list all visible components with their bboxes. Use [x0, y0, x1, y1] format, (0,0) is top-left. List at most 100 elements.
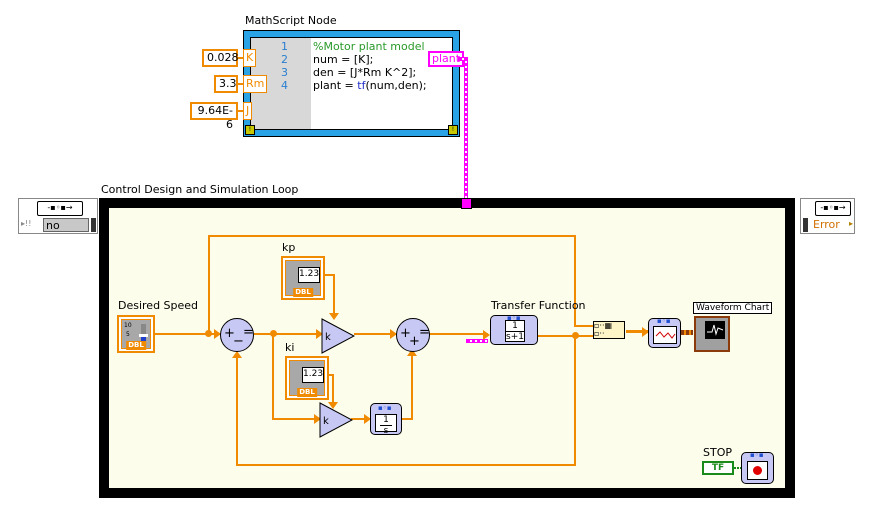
wire	[254, 333, 322, 335]
loop-diagram	[109, 208, 785, 488]
ki-control[interactable]: 1.23 DBL	[285, 356, 329, 400]
wire	[238, 57, 244, 59]
wire	[574, 235, 576, 327]
wire	[316, 274, 334, 276]
slider-thumb[interactable]	[139, 334, 148, 337]
gain-kp[interactable]: k	[321, 318, 355, 354]
mathscript-editor[interactable]: 1 2 3 4 %Motor plant model num = [K]; de…	[250, 37, 453, 130]
line-number: 4	[281, 79, 288, 92]
output-plant[interactable]: plant	[428, 51, 465, 67]
wire-junction	[572, 332, 579, 339]
constant-k[interactable]: 0.028	[202, 49, 239, 67]
arrow-icon	[483, 330, 490, 340]
constant-rm[interactable]: 3.3	[214, 75, 238, 93]
gain-symbol: k	[325, 332, 331, 343]
stop-icon	[753, 466, 762, 475]
mathscript-title: MathScript Node	[245, 14, 337, 27]
sign: −	[233, 334, 244, 349]
sim-icon: ▪◦▪	[378, 404, 392, 412]
warning-icon: !	[448, 125, 458, 135]
wire	[354, 333, 396, 335]
output-node-terminal[interactable]: -▪◦▪→ Error ▸	[800, 198, 855, 234]
tf-den: s+1	[506, 332, 524, 342]
code-line: den = [J*Rm K^2];	[313, 66, 417, 79]
terminal-bar	[91, 218, 96, 232]
input-j[interactable]: J	[243, 102, 253, 120]
arrow-icon	[364, 414, 371, 424]
stop-simulation-block[interactable]: ▪◦▪	[741, 451, 774, 484]
type-badge: DBL	[126, 341, 146, 350]
code-line: num = [K];	[313, 53, 374, 66]
stop-control[interactable]: TF	[702, 461, 734, 475]
wire	[411, 353, 413, 419]
input-k[interactable]: K	[243, 49, 257, 67]
boolean-wire	[734, 467, 742, 469]
wire	[333, 274, 335, 318]
warning-icon: !	[245, 125, 255, 135]
simulation-loop[interactable]	[99, 198, 795, 498]
tf-num: 1	[506, 321, 524, 332]
kp-control[interactable]: 1.23 DBL	[281, 256, 325, 300]
line-number: 1	[281, 40, 288, 53]
code-text: (num,den);	[365, 79, 427, 92]
waveform-chart-terminal[interactable]	[694, 316, 730, 352]
arrow-icon	[214, 329, 221, 339]
input-rm[interactable]: Rm	[243, 75, 268, 93]
transfer-function-block[interactable]: ▪◦▪ 1 s+1	[490, 314, 538, 345]
array-icon: ▫··▦▫··	[594, 321, 613, 338]
error-in-field[interactable]: no	[43, 218, 89, 232]
add-node[interactable]: + + =	[396, 318, 430, 352]
stop-button-frame	[747, 461, 768, 480]
wire	[208, 235, 576, 237]
plot-icon	[653, 326, 677, 344]
mathscript-node[interactable]: 1 2 3 4 %Motor plant model num = [K]; de…	[243, 30, 460, 137]
error-out-arrow-icon: ▸	[849, 219, 854, 228]
wire	[153, 333, 221, 335]
wire	[574, 336, 576, 466]
code-line: plant = tf(num,den);	[313, 79, 427, 92]
loop-config-icon: -▪◦▪→	[37, 201, 83, 216]
subtract-node[interactable]: + − =	[220, 318, 254, 352]
arrow-icon	[390, 329, 397, 339]
wire	[272, 418, 320, 420]
gain-ki[interactable]: k	[319, 402, 353, 438]
code-function: tf	[357, 79, 366, 92]
code-line: %Motor plant model	[313, 40, 425, 53]
arrow-icon	[314, 414, 321, 424]
arrow-icon	[316, 329, 323, 339]
wire	[626, 330, 648, 333]
sign: =	[419, 325, 430, 340]
line-number: 3	[281, 66, 288, 79]
integrator-den: s	[383, 426, 389, 436]
wire	[574, 325, 594, 327]
sign: +	[400, 326, 411, 341]
type-badge: DBL	[297, 388, 317, 397]
type-badge: DBL	[293, 288, 313, 297]
stop-label: STOP	[703, 446, 732, 459]
ki-label: ki	[285, 341, 295, 354]
kp-value[interactable]: 1.23	[298, 267, 320, 283]
arrow-icon	[329, 313, 339, 320]
kp-label: kp	[282, 241, 296, 254]
integrator-num: 1	[380, 415, 392, 426]
error-out-field[interactable]: Error	[811, 218, 849, 232]
wire	[272, 334, 274, 419]
build-array-node[interactable]: ▫··▦▫··	[593, 321, 625, 339]
sign: +	[224, 326, 235, 341]
collector-block[interactable]: ▪◦▪	[648, 317, 681, 348]
integrator-fraction: 1 s	[375, 414, 397, 436]
arrow-icon	[328, 402, 338, 409]
waveform-wire	[681, 330, 693, 335]
integrator-block[interactable]: ▪◦▪ 1 s	[370, 403, 402, 436]
ki-value[interactable]: 1.23	[302, 367, 324, 383]
input-node-terminal[interactable]: -▪◦▪→ ▸!! no	[18, 198, 98, 234]
desired-speed-control[interactable]: 10 5 DBL	[117, 315, 155, 353]
wire	[332, 374, 334, 406]
constant-j[interactable]: 9.64E-6	[190, 102, 238, 131]
waveform-chart-label: Waveform Chart	[693, 302, 773, 314]
transfer-function-label: Transfer Function	[491, 299, 586, 312]
sign: +	[409, 334, 420, 349]
desired-speed-label: Desired Speed	[118, 299, 199, 312]
arrow-icon	[232, 351, 242, 358]
line-number: 2	[281, 53, 288, 66]
